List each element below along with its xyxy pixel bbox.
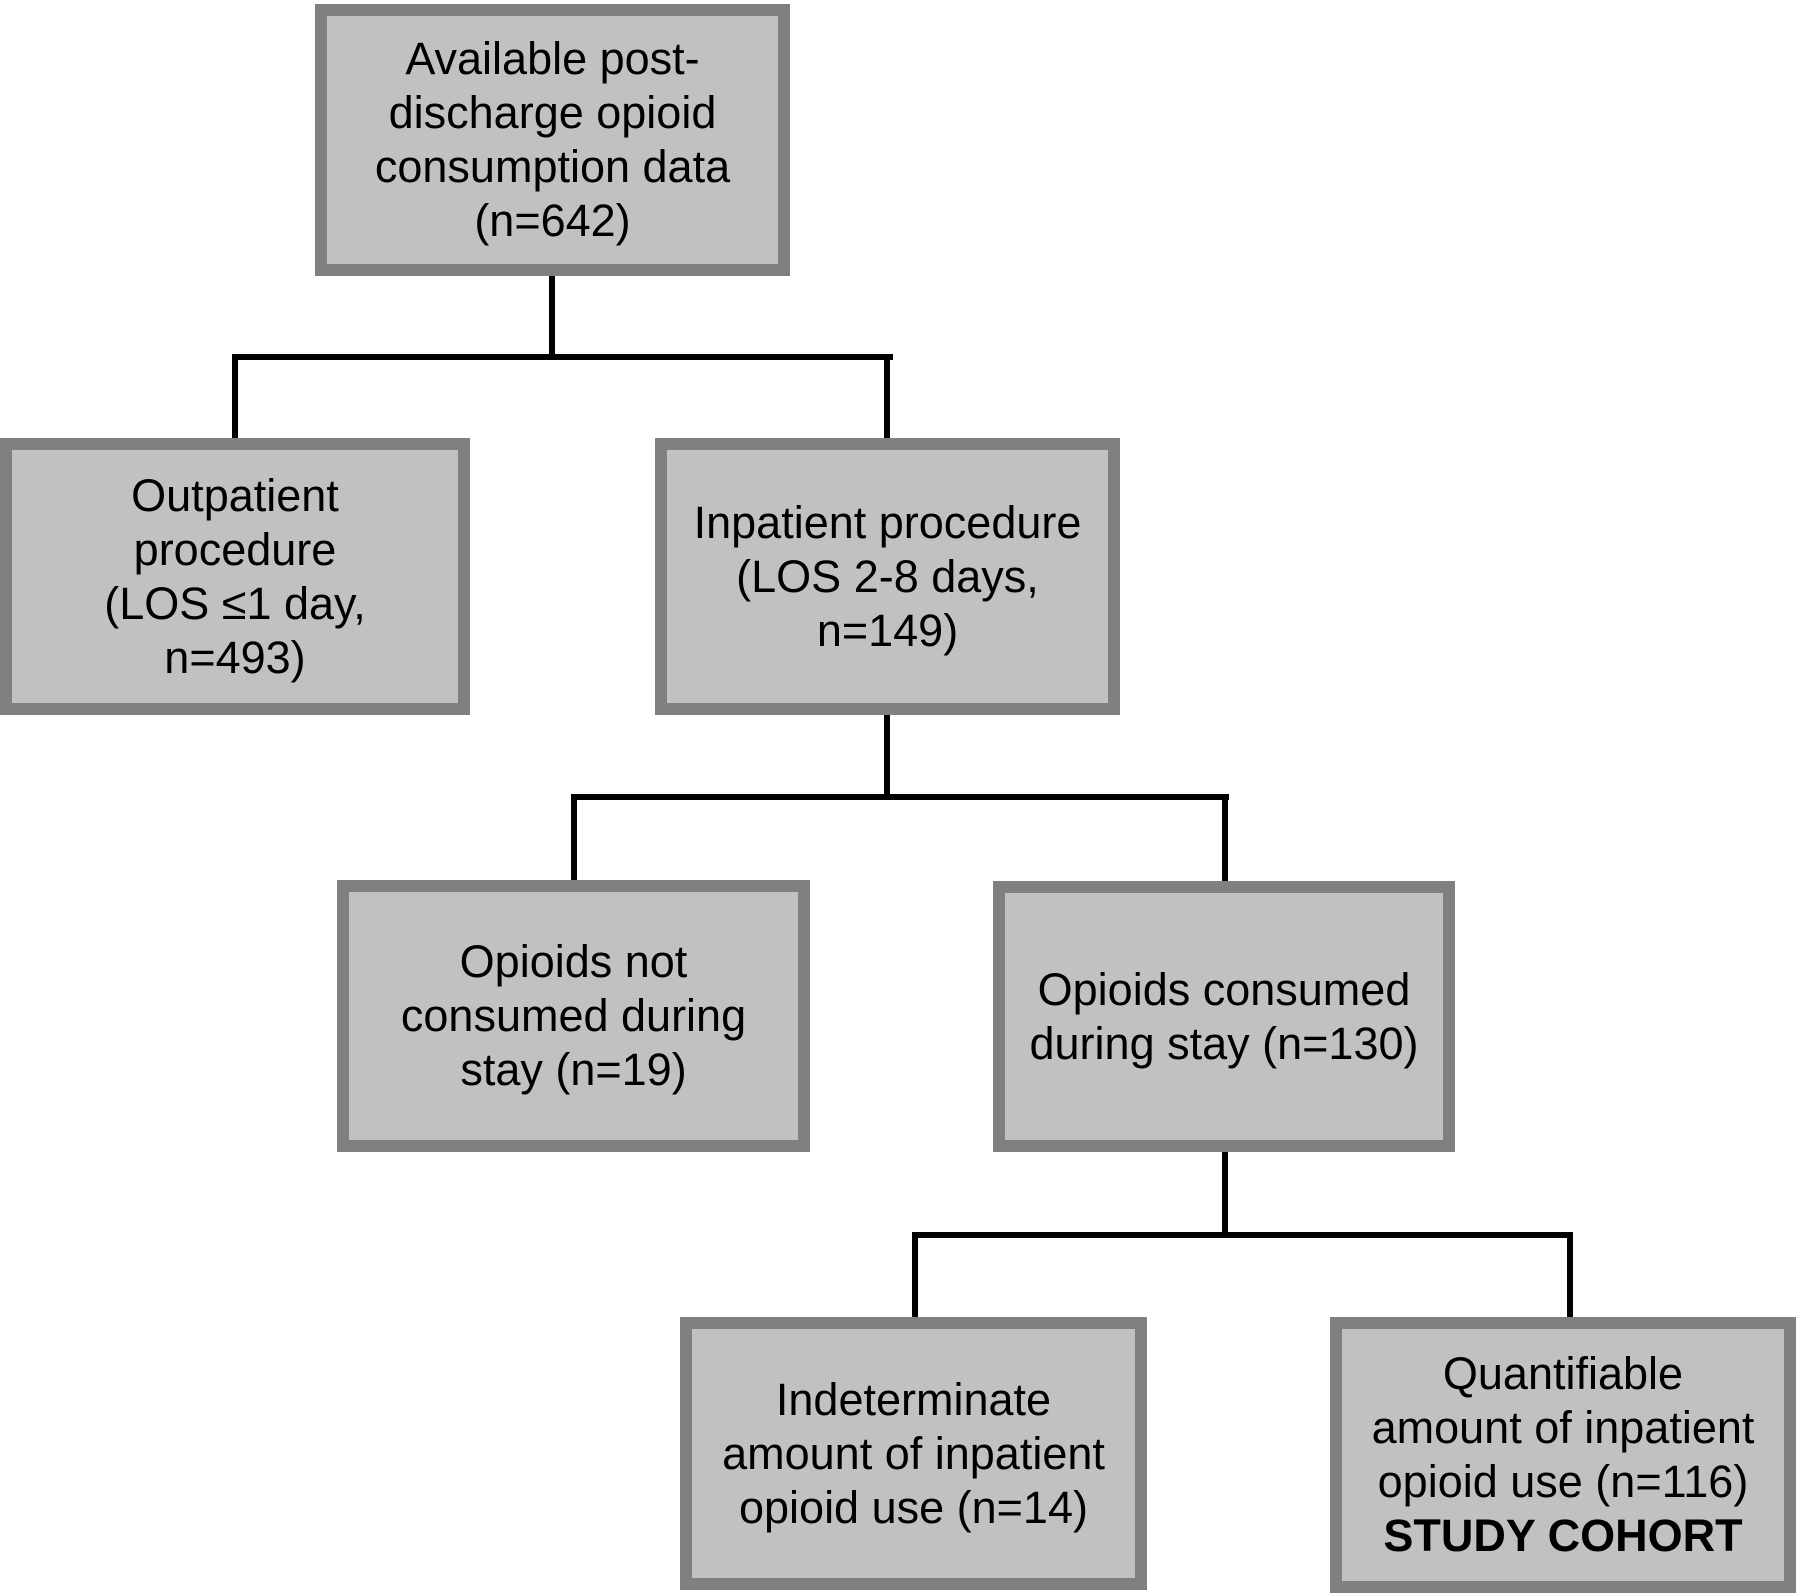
box-opioids-consumed-label: Opioids consumed during stay (n=130) xyxy=(1029,963,1419,1069)
connector-row2-left-vertical xyxy=(571,794,577,884)
box-quantifiable-opioid-use: Quantifiable amount of inpatient opioid … xyxy=(1330,1317,1796,1593)
box-indeterminate-opioid-use: Indeterminate amount of inpatient opioid… xyxy=(680,1317,1147,1590)
box-opioids-not-consumed-label: Opioids not consumed during stay (n=19) xyxy=(400,936,747,1095)
box-outpatient-procedure: Outpatient procedure (LOS ≤1 day, n=493) xyxy=(0,438,470,715)
connector-consumed-vertical xyxy=(1222,1152,1228,1238)
box-available-data-label: Available post- discharge opioid consump… xyxy=(374,33,731,246)
box-opioids-consumed: Opioids consumed during stay (n=130) xyxy=(993,881,1455,1152)
connector-row2-right-vertical xyxy=(1222,794,1228,885)
box-available-data: Available post- discharge opioid consump… xyxy=(315,4,790,276)
connector-row1-left-vertical xyxy=(232,354,238,442)
box-inpatient-procedure: Inpatient procedure (LOS 2-8 days, n=149… xyxy=(655,438,1120,715)
box-opioids-not-consumed: Opioids not consumed during stay (n=19) xyxy=(337,880,810,1152)
connector-inpatient-vertical xyxy=(884,715,890,800)
connector-row1-right-vertical xyxy=(884,354,890,442)
box-outpatient-procedure-label: Outpatient procedure (LOS ≤1 day, n=493) xyxy=(104,469,366,683)
connector-top-vertical xyxy=(549,276,555,360)
connector-row1-horizontal xyxy=(232,354,893,360)
box-quantifiable-opioid-use-label: Quantifiable amount of inpatient opioid … xyxy=(1371,1348,1755,1507)
box-inpatient-procedure-label: Inpatient procedure (LOS 2-8 days, n=149… xyxy=(693,496,1082,656)
study-cohort-label: STUDY COHORT xyxy=(1383,1510,1743,1561)
connector-row3-horizontal xyxy=(912,1232,1573,1238)
connector-row2-horizontal xyxy=(571,794,1229,800)
box-indeterminate-opioid-use-label: Indeterminate amount of inpatient opioid… xyxy=(722,1373,1105,1533)
connector-row3-right-vertical xyxy=(1567,1232,1573,1321)
connector-row3-left-vertical xyxy=(912,1232,918,1321)
